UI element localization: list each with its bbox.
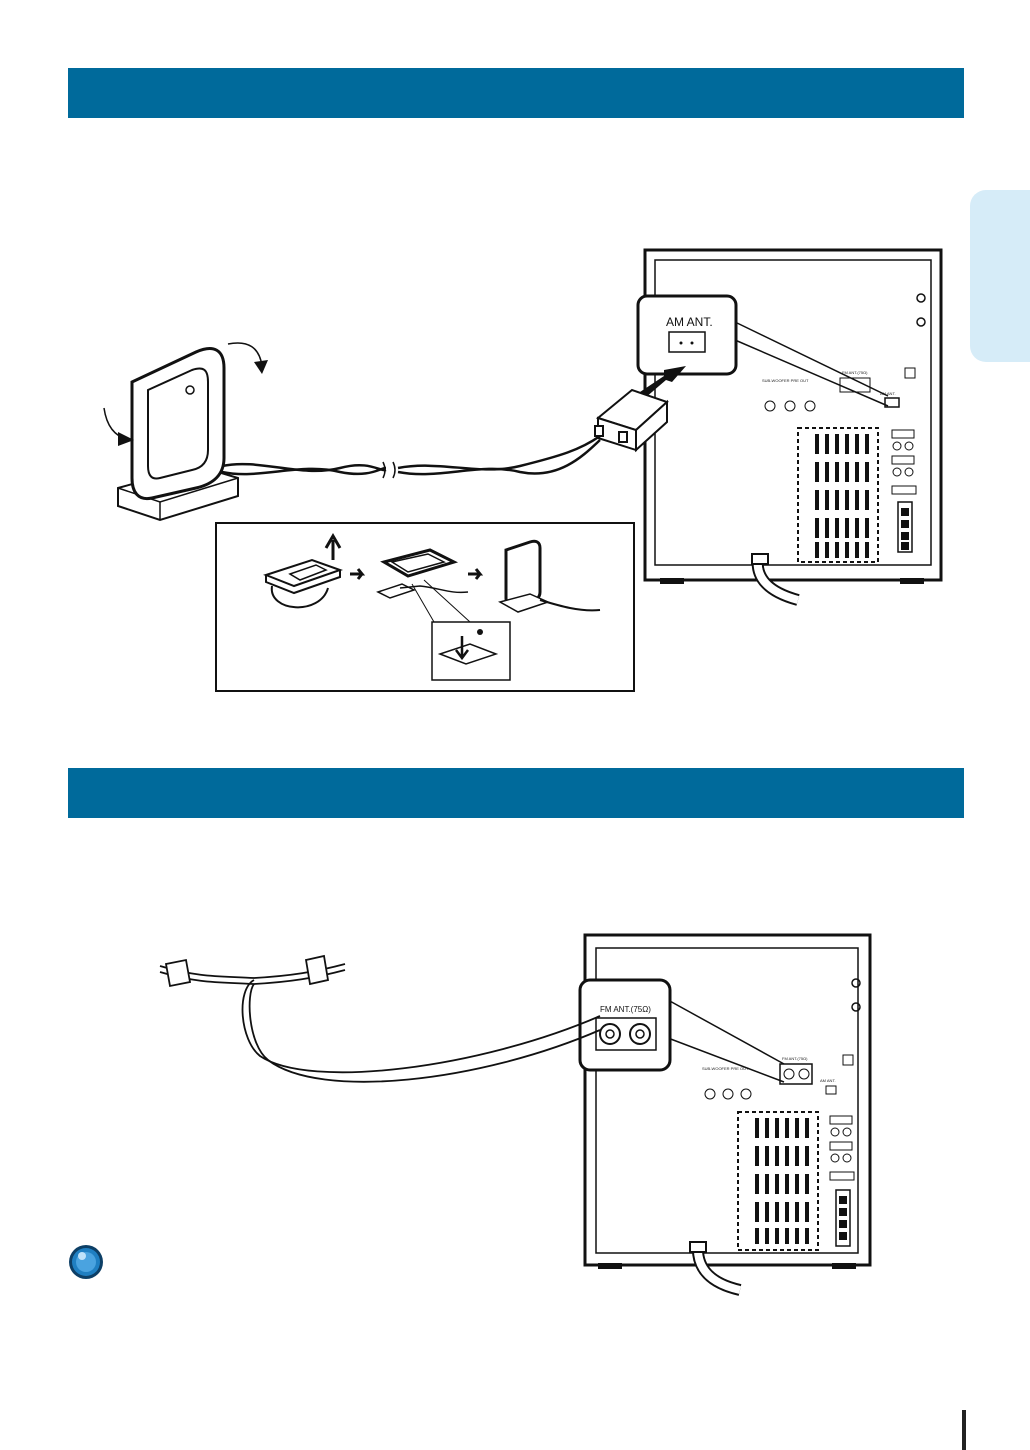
am-ant-callout: AM ANT.	[636, 294, 889, 407]
label-fm-ant-am-panel: FM ANT.(75Ω)	[842, 370, 868, 375]
label-am-ant-fm-panel: AM ANT.	[820, 1078, 836, 1083]
info-circle-icon	[69, 1245, 103, 1279]
am-antenna-diagram: SUB-WOOFER PRE OUT FM ANT.(75Ω) AM ANT.	[103, 248, 943, 692]
chapter-tab	[970, 190, 1030, 362]
page-edge-marker	[962, 1410, 966, 1450]
fm-ant-terminal-small	[779, 1063, 813, 1085]
am-ant-terminal-small	[884, 397, 900, 408]
section-header-bar-fm	[68, 768, 964, 818]
label-fm-ant-fm-panel: FM ANT.(75Ω)	[782, 1056, 808, 1061]
label-subwoofer-fm: SUB-WOOFER PRE OUT	[702, 1066, 749, 1071]
am-ant-terminal-label: AM ANT.	[666, 315, 713, 329]
fm-ant-callout: FM ANT.(75Ω)	[578, 978, 785, 1083]
fm-ant-socket	[595, 1017, 657, 1051]
section-header-bar-am	[68, 68, 964, 118]
label-am-ant-small: AM ANT.	[880, 391, 896, 396]
fm-antenna-diagram: SUB-WOOFER PRE OUT FM ANT.(75Ω) AM ANT. …	[159, 933, 872, 1296]
label-subwoofer-am: SUB-WOOFER PRE OUT	[762, 378, 809, 383]
fm-wire-antenna	[159, 954, 601, 1083]
assembly-inset	[215, 522, 635, 692]
antenna-plug	[594, 388, 669, 453]
rotate-arrow-left-icon	[118, 432, 134, 446]
insert-arrow-icon	[640, 366, 686, 398]
rotate-arrow-right-icon	[254, 360, 268, 374]
am-loop-antenna	[103, 342, 268, 522]
lead-wire	[221, 434, 601, 479]
am-ant-socket	[668, 331, 706, 353]
fm-ant-terminal-label: FM ANT.(75Ω)	[600, 1005, 651, 1014]
